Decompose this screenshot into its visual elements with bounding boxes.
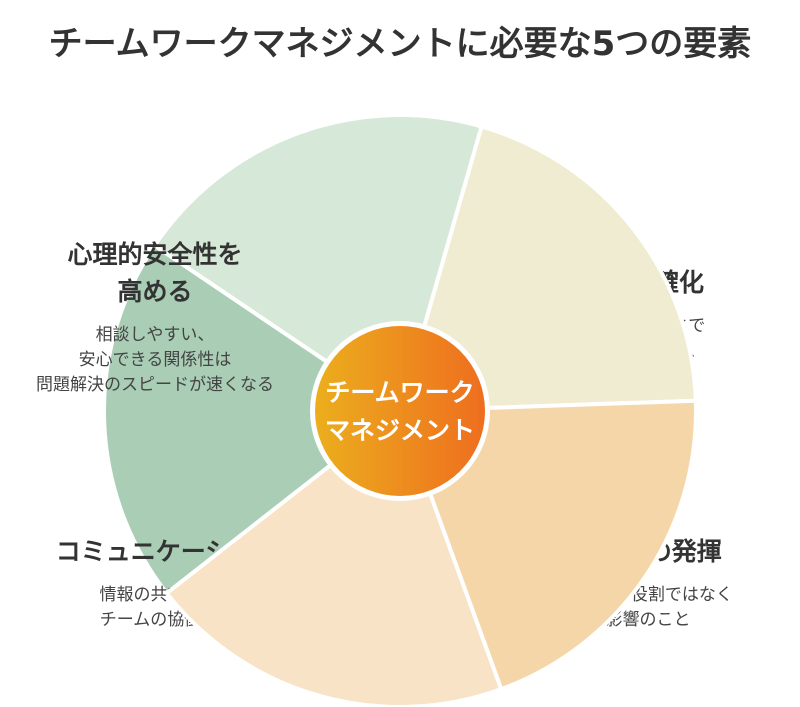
text-line: 安心できる関係性は xyxy=(79,350,232,370)
segment-psychological-safety-description: 相談しやすい、安心できる関係性は問題解決のスピードが速くなる xyxy=(36,325,274,395)
text-line: マネジメント xyxy=(325,416,475,445)
text-line: 問題解決のスピードが速くなる xyxy=(36,375,274,395)
center-hub-circle xyxy=(315,326,485,496)
text-line: 高める xyxy=(117,277,192,306)
segment-shared-purpose-wedge xyxy=(102,243,402,596)
center-hub-label: チームワークマネジメント xyxy=(325,378,475,445)
text-line: 相談しやすい、 xyxy=(96,325,215,345)
segment-communication-design-wedge xyxy=(398,398,698,692)
page-title: チームワークマネジメントに必要な5つの要素 xyxy=(48,24,752,64)
text-line: 心理的安全性を xyxy=(67,240,242,269)
segment-leadership-wedge xyxy=(398,124,698,413)
text-line: チームワーク xyxy=(325,378,474,407)
segment-psychological-safety-title: 心理的安全性を高める xyxy=(67,240,242,306)
center-hub: チームワークマネジメント xyxy=(310,321,490,501)
